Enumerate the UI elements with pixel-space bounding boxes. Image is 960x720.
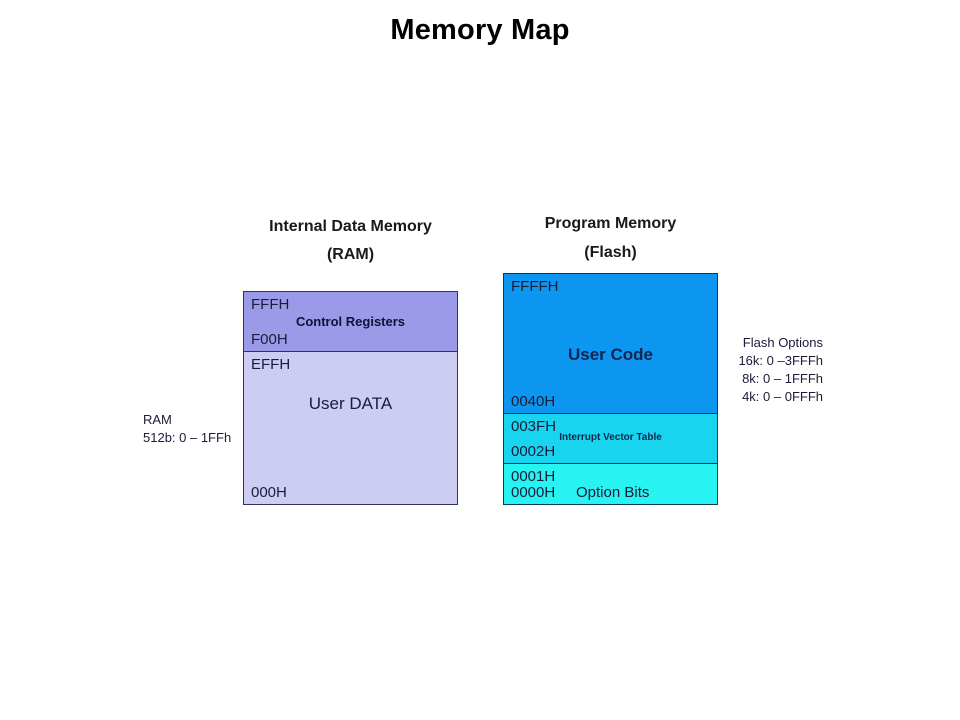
- memory-block-control-registers: FFFH Control Registers F00H: [244, 292, 457, 352]
- memory-block-interrupt-vector-table: 003FH Interrupt Vector Table 0002H: [504, 414, 717, 464]
- ram-annotation: RAM 512b: 0 – 1FFh: [143, 411, 231, 446]
- address-label-top: EFFH: [251, 356, 291, 373]
- address-label-bottom: 0040H: [511, 393, 556, 410]
- address-label-bottom: 000H: [251, 484, 287, 501]
- ram-memory-column: FFFH Control Registers F00H EFFH User DA…: [243, 291, 458, 505]
- memory-block-label: Interrupt Vector Table: [559, 432, 662, 443]
- memory-block-user-data: EFFH User DATA 000H: [244, 352, 457, 504]
- flash-annotation-title: Flash Options: [742, 335, 823, 350]
- flash-memory-column: FFFFH User Code 0040H 003FH Interrupt Ve…: [503, 273, 718, 505]
- ram-column-subheading: (RAM): [326, 246, 375, 263]
- ram-column-heading: Internal Data Memory: [269, 218, 432, 235]
- memory-block-option-bits: 0001H 0000H Option Bits: [504, 464, 717, 504]
- address-label-bottom: F00H: [251, 331, 288, 348]
- ram-annotation-title: RAM: [143, 412, 172, 427]
- address-label-top: 003FH: [511, 418, 557, 435]
- flash-annotation-option-8k: 8k: 0 – 1FFFh: [742, 370, 823, 386]
- page-title: Memory Map: [390, 14, 570, 46]
- address-label-bottom: 0002H: [511, 443, 556, 460]
- flash-annotation-option-4k: 4k: 0 – 0FFFh: [742, 388, 823, 404]
- memory-block-user-code: FFFFH User Code 0040H: [504, 274, 717, 414]
- memory-block-label: User DATA: [308, 394, 393, 413]
- address-label-top: 0001H: [511, 468, 556, 485]
- memory-block-label: Option Bits: [576, 484, 650, 501]
- flash-annotation-option-16k: 16k: 0 –3FFFh: [738, 352, 823, 368]
- memory-block-label: Control Registers: [295, 314, 406, 329]
- flash-column-heading: Program Memory: [544, 215, 677, 232]
- ram-annotation-range: 512b: 0 – 1FFh: [143, 429, 232, 445]
- address-label-bottom: 0000H: [511, 484, 556, 501]
- memory-block-label: User Code: [567, 345, 654, 364]
- address-label-top: FFFH: [251, 296, 290, 313]
- address-label-top: FFFFH: [511, 278, 559, 295]
- flash-column-subheading: (Flash): [584, 244, 637, 261]
- flash-annotation: Flash Options 16k: 0 –3FFFh 8k: 0 – 1FFF…: [703, 334, 823, 406]
